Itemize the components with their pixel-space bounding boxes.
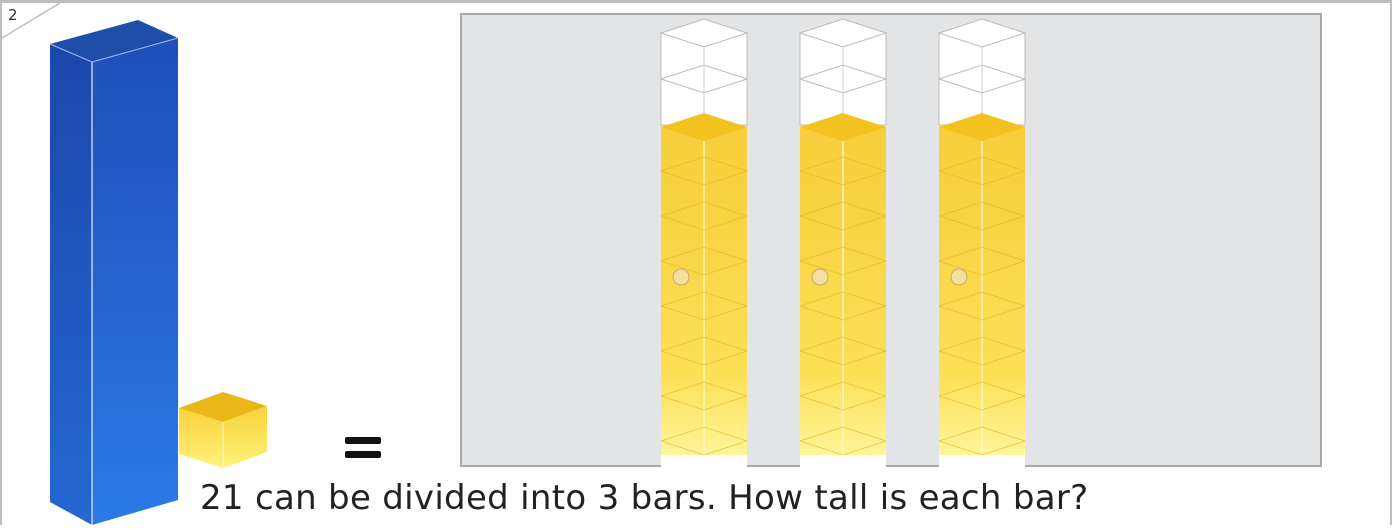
- unit-cube: [179, 392, 267, 468]
- equals-sign: [345, 437, 381, 458]
- bar-3[interactable]: [937, 15, 1027, 467]
- bar-2[interactable]: [798, 15, 888, 467]
- bar-1[interactable]: [659, 15, 749, 467]
- division-panel: [460, 13, 1322, 467]
- blue-rod: [49, 20, 179, 525]
- page-number: 2: [8, 6, 18, 24]
- question-text: 21 can be divided into 3 bars. How tall …: [200, 478, 1089, 518]
- page-corner-fold: [1, 2, 61, 39]
